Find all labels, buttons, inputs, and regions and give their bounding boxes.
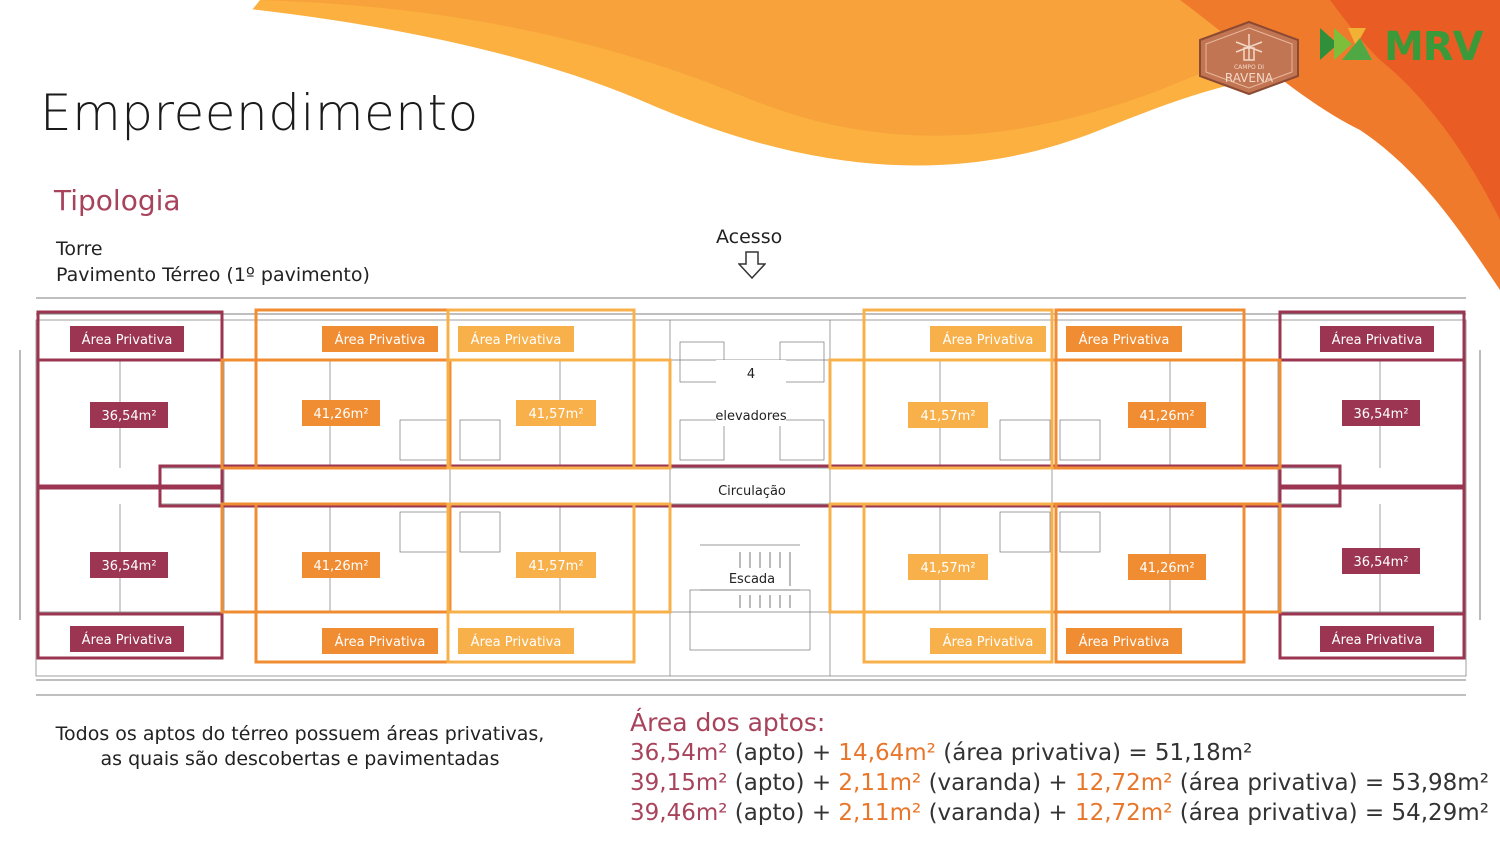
area-summary-heading: Área dos aptos: <box>630 708 826 737</box>
area-row-3: 39,46m² (apto) + 2,11m² (varanda) + 12,7… <box>630 798 1489 828</box>
area-summary: Área dos aptos: 36,54m² (apto) + 14,64m²… <box>630 708 1489 828</box>
privativa-label: (área privativa) = 51,18m² <box>935 740 1253 766</box>
area-privativa-label: Área Privativa <box>335 332 426 348</box>
area-privativa-label: Área Privativa <box>471 634 562 650</box>
arrow-down-icon <box>738 251 766 279</box>
unit-area-label: 41,26m² <box>1139 409 1194 424</box>
apto-label: (apto) + <box>727 800 839 826</box>
note-line-1: Todos os aptos do térreo possuem áreas p… <box>55 723 545 745</box>
varanda-label: (varanda) + <box>921 800 1075 826</box>
escada-label: Escada <box>729 572 775 587</box>
area-privativa-label: Área Privativa <box>82 632 173 648</box>
svg-text:CAMPO DI: CAMPO DI <box>1234 64 1264 71</box>
apto-area: 39,15m² <box>630 770 728 796</box>
area-privativa-labels-bottom: Área Privativa Área Privativa Área Priva… <box>70 626 1434 654</box>
pavimento-label: Pavimento Térreo (1º pavimento) <box>56 264 370 286</box>
area-privativa-label: Área Privativa <box>1079 332 1170 348</box>
privativa-area: 12,72m² <box>1074 800 1173 826</box>
unit-area-label: 41,26m² <box>313 559 368 574</box>
mrv-logo-icon <box>1320 28 1372 60</box>
area-privativa-label: Área Privativa <box>335 634 426 650</box>
apto-area: 36,54m² <box>630 740 728 766</box>
area-privativa-label: Área Privativa <box>471 332 562 348</box>
apto-label: (apto) + <box>727 740 839 766</box>
privativa-area: 14,64m² <box>838 740 936 766</box>
varanda-area: 2,11m² <box>838 770 922 796</box>
area-privativa-label: Área Privativa <box>1332 632 1423 648</box>
torre-info: Torre Pavimento Térreo (1º pavimento) <box>56 236 370 288</box>
floor-plan: Área Privativa Área Privativa Área Priva… <box>19 297 1481 696</box>
varanda-area: 2,11m² <box>838 800 922 826</box>
page-title: Empreendimento <box>40 84 479 142</box>
apto-label: (apto) + <box>727 770 839 796</box>
mrv-wordmark: MRV <box>1384 24 1484 70</box>
area-privativa-label: Área Privativa <box>82 332 173 348</box>
unit-area-label: 36,54m² <box>101 409 156 424</box>
unit-area-label: 41,26m² <box>1139 561 1194 576</box>
acesso-label: Acesso <box>716 226 783 248</box>
unit-area-label: 36,54m² <box>1353 555 1408 570</box>
unit-area-label: 41,57m² <box>528 559 583 574</box>
unit-area-label: 36,54m² <box>101 559 156 574</box>
area-row-2: 39,15m² (apto) + 2,11m² (varanda) + 12,7… <box>630 768 1489 798</box>
ground-floor-note: Todos os aptos do térreo possuem áreas p… <box>30 722 570 772</box>
area-privativa-label: Área Privativa <box>1079 634 1170 650</box>
unit-area-label: 41,57m² <box>920 561 975 576</box>
privativa-area: 12,72m² <box>1074 770 1173 796</box>
unit-area-labels-top: 36,54m² 41,26m² 41,57m² 41,57m² 41,26m² … <box>90 400 1420 428</box>
area-privativa-label: Área Privativa <box>943 332 1034 348</box>
elevadores-label: elevadores <box>715 409 787 424</box>
svg-text:RAVENA: RAVENA <box>1225 71 1274 85</box>
apto-area: 39,46m² <box>630 800 728 826</box>
unit-area-label: 41,26m² <box>313 407 368 422</box>
unit-area-label: 41,57m² <box>920 409 975 424</box>
circulacao-label: Circulação <box>718 484 786 499</box>
privativa-label: (área privativa) = 54,29m² <box>1172 800 1489 826</box>
unit-area-label: 36,54m² <box>1353 407 1408 422</box>
area-privativa-label: Área Privativa <box>943 634 1034 650</box>
unit-area-labels-bottom: 36,54m² 41,26m² 41,57m² 41,57m² 41,26m² … <box>90 548 1420 580</box>
area-privativa-label: Área Privativa <box>1332 332 1423 348</box>
elevadores-count: 4 <box>747 367 755 382</box>
varanda-label: (varanda) + <box>921 770 1075 796</box>
torre-label: Torre <box>56 238 103 260</box>
note-line-2: as quais são descobertas e pavimentadas <box>100 748 500 770</box>
privativa-label: (área privativa) = 53,98m² <box>1172 770 1489 796</box>
campo-di-ravena-logo: CAMPO DI RAVENA <box>1199 20 1299 96</box>
area-privativa-labels-top: Área Privativa Área Privativa Área Priva… <box>70 326 1434 352</box>
section-subtitle: Tipologia <box>54 184 181 217</box>
unit-area-label: 41,57m² <box>528 407 583 422</box>
area-row-1: 36,54m² (apto) + 14,64m² (área privativa… <box>630 738 1489 768</box>
